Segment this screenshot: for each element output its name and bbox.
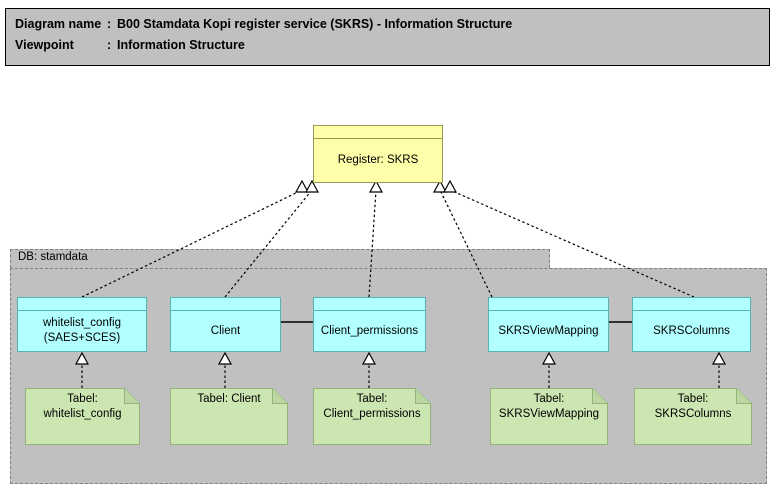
viewpoint-separator: :: [107, 38, 112, 52]
note-label-client: Tabel: Client: [197, 393, 261, 405]
note-client-permissions[interactable]: Tabel: Client_permissions: [313, 388, 431, 445]
diagram-name-row: Diagram name : B00 Stamdata Kopi registe…: [15, 14, 769, 35]
viewpoint-key: Viewpoint: [15, 38, 74, 52]
data-label-whitelist-config: whitelist_config (SAES+SCES): [43, 317, 121, 344]
data-header-strip: [633, 298, 750, 311]
data-header-strip: [314, 298, 425, 311]
note-label-whitelist-config: Tabel: whitelist_config: [43, 393, 122, 420]
note-whitelist-config[interactable]: Tabel: whitelist_config: [25, 388, 140, 445]
group-tab: [10, 249, 550, 268]
note-shape-icon: [634, 388, 752, 445]
node-data-skrsviewmapping[interactable]: SKRSViewMapping: [488, 297, 609, 352]
viewpoint-row: Viewpoint : Information Structure: [15, 35, 769, 56]
note-shape-icon: [313, 388, 431, 445]
note-client[interactable]: Tabel: Client: [170, 388, 288, 445]
diagram-title-block: Diagram name : B00 Stamdata Kopi registe…: [5, 8, 770, 66]
data-header-strip: [18, 298, 146, 311]
note-label-client-permissions: Tabel: Client_permissions: [323, 393, 421, 420]
register-label: Register: SKRS: [337, 154, 419, 166]
note-shape-icon: [170, 388, 288, 445]
note-skrsviewmapping[interactable]: Tabel: SKRSViewMapping: [490, 388, 608, 445]
diagram-name-key: Diagram name: [15, 17, 102, 31]
group-label: DB: stamdata: [18, 251, 88, 263]
viewpoint-value: Information Structure: [117, 38, 245, 52]
diagram-name-separator: :: [107, 17, 112, 31]
note-shape-icon: [490, 388, 608, 445]
data-label-skrsviewmapping: SKRSViewMapping: [498, 324, 599, 337]
data-label-skrscolumns: SKRSColumns: [653, 324, 730, 337]
node-data-skrscolumns[interactable]: SKRSColumns: [632, 297, 751, 352]
data-header-strip: [489, 298, 608, 311]
node-data-whitelist-config[interactable]: whitelist_config (SAES+SCES): [17, 297, 147, 352]
node-data-client[interactable]: Client: [170, 297, 281, 352]
data-header-strip: [171, 298, 280, 311]
note-shape-icon: [25, 388, 140, 445]
data-label-client: Client: [210, 324, 241, 337]
data-label-client-permissions: Client_permissions: [320, 324, 419, 337]
realization-arrowhead-right-b: [442, 179, 458, 193]
realization-arrowhead-left-a: [294, 179, 310, 193]
node-data-client-permissions[interactable]: Client_permissions: [313, 297, 426, 352]
register-header-strip: [314, 126, 442, 139]
note-label-skrscolumns: Tabel: SKRSColumns: [654, 393, 732, 420]
note-skrscolumns[interactable]: Tabel: SKRSColumns: [634, 388, 752, 445]
note-label-skrsviewmapping: Tabel: SKRSViewMapping: [498, 393, 600, 420]
node-register-skrs[interactable]: Register: SKRS: [313, 125, 443, 183]
diagram-name-value: B00 Stamdata Kopi register service (SKRS…: [117, 17, 513, 31]
group-db-stamdata[interactable]: DB: stamdata: [10, 249, 767, 484]
